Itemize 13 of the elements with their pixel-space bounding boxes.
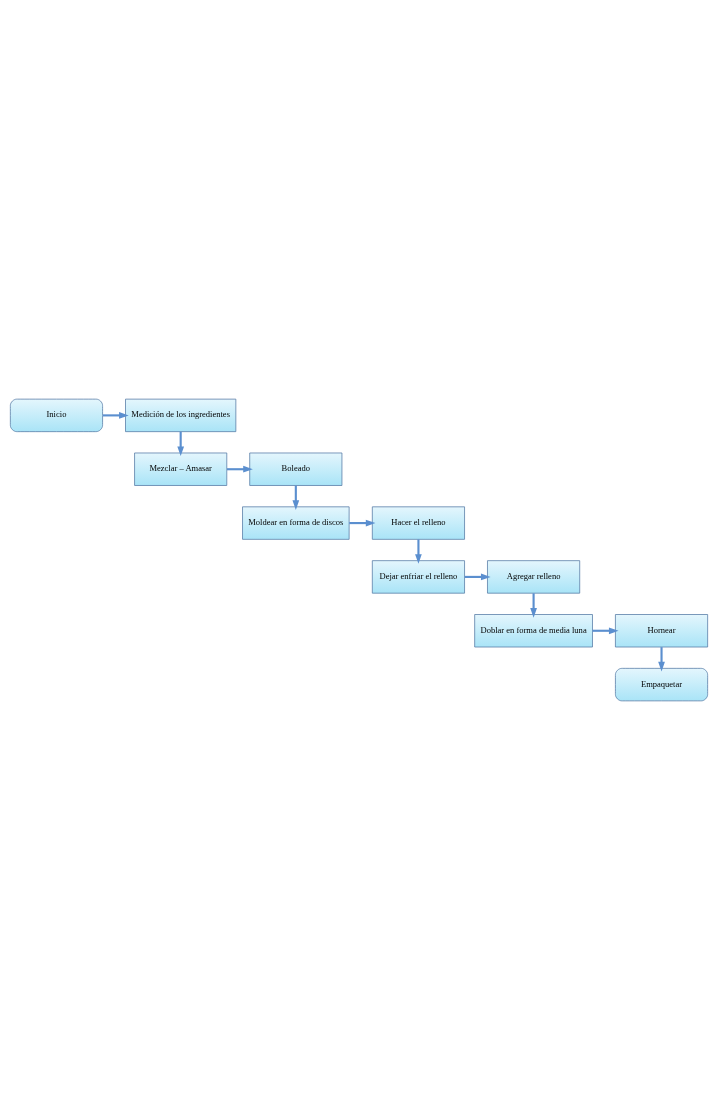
node-box: Boleado bbox=[249, 452, 343, 486]
node-box: Doblar en forma de media luna bbox=[474, 614, 593, 648]
node-box: Hornear bbox=[615, 614, 709, 648]
arrow bbox=[658, 647, 665, 672]
node-box: Agregar relleno bbox=[487, 560, 581, 594]
node-box: Medición de los ingredientes bbox=[125, 398, 237, 433]
node-box: Hacer el relleno bbox=[371, 506, 465, 540]
node-box: Empaquetar bbox=[615, 667, 709, 702]
node-box: Moldear en forma de discos bbox=[242, 506, 350, 540]
node-box: Dejar enfriar el relleno bbox=[371, 560, 465, 594]
node-box: Mezclar – Amasar bbox=[134, 452, 228, 486]
arrow bbox=[415, 539, 422, 564]
node-box: Inicio bbox=[9, 398, 103, 433]
